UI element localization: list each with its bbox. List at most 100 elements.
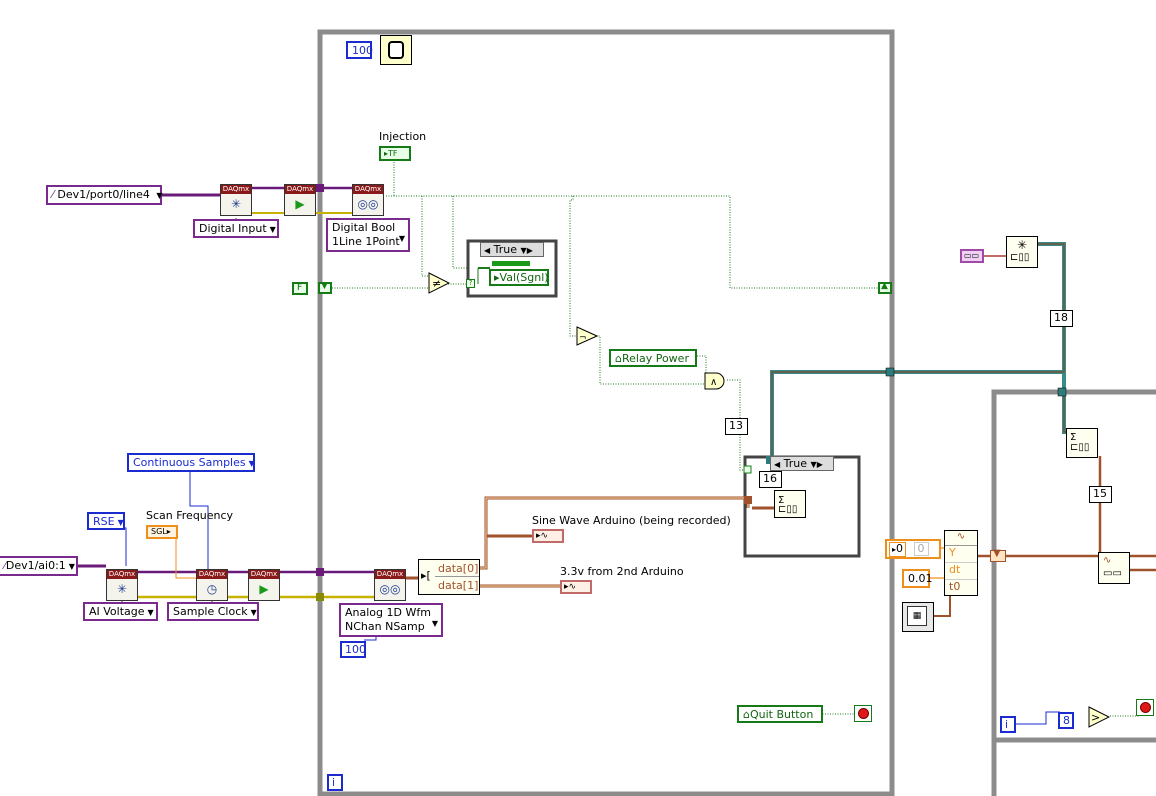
case1-inner-bar bbox=[492, 261, 530, 266]
daqmx-header: DAQmx bbox=[249, 570, 279, 579]
daqmx-start-task-analog[interactable]: DAQmx ▶ bbox=[248, 569, 280, 601]
waveform-tunnel[interactable]: ▼ bbox=[990, 548, 1006, 562]
shift-register-left[interactable]: ▼ bbox=[318, 281, 332, 294]
wait-ms-constant[interactable]: 100 bbox=[346, 41, 373, 59]
daqmx-read-digital[interactable]: DAQmx ◎◎ bbox=[352, 184, 384, 216]
svg-text:>: > bbox=[1091, 711, 1100, 724]
not-icon: ¬ bbox=[576, 326, 599, 346]
digital-read-type-line2: 1Line 1Point bbox=[332, 235, 400, 248]
iteration-15-constant[interactable]: 15 bbox=[1089, 486, 1112, 503]
chevron-down-icon: ▼ bbox=[810, 460, 817, 469]
calendar-clock-icon: ▦ bbox=[907, 606, 927, 626]
case-selector-relay[interactable]: ◀ True ▼▶ bbox=[770, 456, 834, 471]
case1-selector-terminal[interactable]: ? bbox=[466, 279, 475, 288]
dt-constant[interactable]: 0.01 bbox=[902, 569, 933, 588]
waveform-chart-function[interactable]: ∿ ▭▭ bbox=[1098, 552, 1130, 584]
dequeue-icon: Σ bbox=[1070, 432, 1077, 443]
digital-read-type-line1: Digital Bool bbox=[332, 221, 396, 234]
dequeue-element-function[interactable]: Σ ⊏▯▯ bbox=[1066, 428, 1098, 458]
y-array-constant[interactable]: ▸0 0 bbox=[885, 539, 941, 559]
obtain-queue-function[interactable]: ✳ ⊏▯▯ bbox=[1006, 236, 1038, 268]
sample-mode-constant[interactable]: Continuous Samples▼ bbox=[127, 453, 255, 472]
index-1-output: data[1] bbox=[438, 579, 479, 592]
get-date-time-function[interactable]: ▦ bbox=[902, 602, 934, 632]
daqmx-read-analog[interactable]: DAQmx ◎◎ bbox=[374, 569, 406, 601]
daqmx-create-channel-digital[interactable]: DAQmx ✳ bbox=[220, 184, 252, 216]
shift-register-right[interactable]: ▲ bbox=[878, 281, 892, 294]
analog-create-type-label: AI Voltage bbox=[89, 605, 145, 618]
daqmx-header: DAQmx bbox=[107, 570, 137, 579]
build-waveform-icon: ∿ bbox=[945, 531, 977, 546]
daqmx-header: DAQmx bbox=[353, 185, 383, 194]
terminal-config-constant[interactable]: RSE▼ bbox=[87, 512, 125, 530]
relay-power-local[interactable]: ⌂Relay Power bbox=[609, 349, 697, 367]
enqueue-element-function[interactable]: Σ ⊏▯▯ bbox=[774, 490, 806, 518]
and-function[interactable]: ∧ bbox=[704, 372, 728, 390]
start-task-icon: ▶ bbox=[295, 197, 305, 211]
val-signaling-property[interactable]: ▸Val(Sgnl) bbox=[489, 269, 549, 286]
injection-arrow-icon: ▸ bbox=[384, 149, 389, 158]
iteration-18-constant[interactable]: 18 bbox=[1050, 310, 1073, 327]
wf-t0-label: t0 bbox=[949, 580, 961, 593]
samples-per-channel-constant[interactable]: 100 bbox=[340, 641, 366, 658]
array-index-box: ▸0 bbox=[889, 542, 907, 557]
val-signaling-label: Val(Sgnl) bbox=[499, 271, 549, 284]
case1-selector-value: True bbox=[493, 243, 518, 256]
digital-create-type-label: Digital Input bbox=[199, 222, 267, 235]
quit-button-local[interactable]: ⌂Quit Button bbox=[737, 705, 823, 723]
stop-terminal[interactable] bbox=[854, 705, 872, 722]
false-constant[interactable]: F bbox=[292, 282, 308, 295]
timing-type-label: Sample Clock bbox=[173, 605, 248, 618]
loop2-count-constant[interactable]: 8 bbox=[1058, 712, 1074, 729]
stopwatch-icon bbox=[388, 41, 404, 59]
io-channel-icon: ⁄ bbox=[52, 188, 54, 201]
sine-wave-indicator[interactable]: ▸∿ bbox=[532, 529, 564, 543]
svg-text:∧: ∧ bbox=[710, 377, 717, 388]
index-0-output: data[0] bbox=[435, 561, 479, 577]
output-arrow-icon: ▸ bbox=[166, 527, 171, 536]
chevron-down-icon: ▼ bbox=[147, 608, 154, 617]
analog-channel-constant[interactable]: ⁄Dev1/ai0:1▼ bbox=[0, 556, 78, 576]
chevron-down-icon: ▼ bbox=[321, 281, 328, 291]
svg-text:≠: ≠ bbox=[432, 277, 441, 290]
stop-icon bbox=[858, 708, 869, 719]
loop2-stop-terminal[interactable] bbox=[1136, 699, 1154, 716]
daqmx-start-task-digital[interactable]: DAQmx ▶ bbox=[284, 184, 316, 216]
sample-mode-label: Continuous Samples bbox=[133, 456, 246, 469]
iteration-terminal: i bbox=[327, 774, 343, 791]
index-array-function[interactable]: ▸[ data[0] data[1] bbox=[418, 559, 480, 595]
daqmx-header: DAQmx bbox=[221, 185, 251, 194]
digital-read-type-selector[interactable]: Digital Bool 1Line 1Point ▼ bbox=[326, 218, 410, 252]
analog-create-type-selector[interactable]: AI Voltage▼ bbox=[83, 602, 158, 621]
waveform-icon: ▸∿ bbox=[564, 582, 577, 592]
daqmx-timing[interactable]: DAQmx ◷ bbox=[196, 569, 228, 601]
not-function[interactable]: ¬ bbox=[576, 326, 599, 346]
right-loop-border bbox=[991, 389, 1156, 796]
case-selector-injection[interactable]: ◀ True ▼▶ bbox=[480, 242, 544, 257]
analog-read-type-selector[interactable]: Analog 1D Wfm NChan NSamp ▼ bbox=[339, 603, 443, 637]
waveform-sub-icon: ∿ bbox=[1103, 555, 1112, 566]
queue-icon: ⊏▯▯ bbox=[1010, 252, 1030, 263]
digital-create-type-selector[interactable]: Digital Input▼ bbox=[193, 219, 279, 238]
chevron-down-icon: ▼ bbox=[398, 234, 405, 243]
scan-frequency-type: SGL bbox=[151, 527, 167, 536]
digital-channel-constant[interactable]: ⁄ Dev1/port0/line4 ▼ bbox=[46, 185, 163, 205]
daqmx-create-channel-analog[interactable]: DAQmx ✳ bbox=[106, 569, 138, 601]
iteration-16-constant[interactable]: 16 bbox=[759, 471, 782, 488]
injection-terminal[interactable]: ▸TF bbox=[379, 146, 411, 161]
arduino2-indicator[interactable]: ▸∿ bbox=[560, 580, 592, 594]
timing-type-selector[interactable]: Sample Clock▼ bbox=[167, 602, 259, 621]
build-waveform-function[interactable]: ∿ Y dt t0 bbox=[944, 530, 978, 596]
array-element-box: 0 bbox=[913, 542, 929, 556]
scan-frequency-terminal[interactable]: SGL▸ bbox=[146, 525, 178, 539]
not-equal-function[interactable]: ≠ bbox=[428, 272, 451, 294]
iteration-13-constant[interactable]: 13 bbox=[725, 418, 748, 435]
chevron-down-icon: ▼ bbox=[250, 608, 257, 617]
house-icon: ⌂ bbox=[743, 708, 750, 721]
decrement-arrow-icon: ◀ bbox=[484, 246, 491, 255]
wait-ms-function[interactable] bbox=[380, 35, 412, 65]
greater-than-function[interactable]: > bbox=[1088, 706, 1111, 728]
queue-icon: ⊏▯▯ bbox=[1070, 442, 1090, 453]
chevron-down-icon: ▼ bbox=[520, 246, 527, 255]
data-type-constant[interactable]: ▭▭ bbox=[960, 249, 984, 263]
